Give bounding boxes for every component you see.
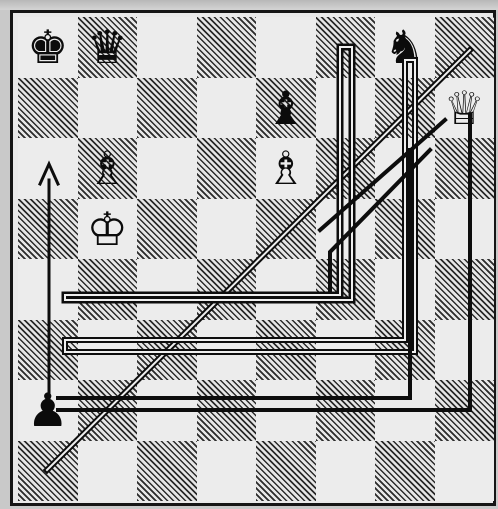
square-c3[interactable] xyxy=(137,320,197,381)
square-g1[interactable] xyxy=(375,441,435,502)
square-a4[interactable] xyxy=(18,259,78,320)
square-f4[interactable] xyxy=(316,259,376,320)
square-h3[interactable] xyxy=(435,320,495,381)
square-e2[interactable] xyxy=(256,380,316,441)
white-bishop-e6-icon[interactable]: ♗ xyxy=(256,138,316,199)
square-b8[interactable]: ♛ xyxy=(78,17,138,78)
square-f7[interactable] xyxy=(316,78,376,139)
square-d6[interactable] xyxy=(197,138,257,199)
square-b5[interactable]: ♔ xyxy=(78,199,138,260)
square-e7[interactable]: ♝ xyxy=(256,78,316,139)
square-b3[interactable] xyxy=(78,320,138,381)
square-h7[interactable]: ♕ xyxy=(435,78,495,139)
chess-board: ♚♛♞♝♕♗♗♔♟ xyxy=(18,17,494,501)
square-b6[interactable]: ♗ xyxy=(78,138,138,199)
black-pawn-a2-icon[interactable]: ♟ xyxy=(18,380,78,441)
square-g7[interactable] xyxy=(375,78,435,139)
square-h2[interactable] xyxy=(435,380,495,441)
square-g6[interactable] xyxy=(375,138,435,199)
square-c1[interactable] xyxy=(137,441,197,502)
square-g5[interactable] xyxy=(375,199,435,260)
square-h4[interactable] xyxy=(435,259,495,320)
square-d2[interactable] xyxy=(197,380,257,441)
square-b1[interactable] xyxy=(78,441,138,502)
square-h6[interactable] xyxy=(435,138,495,199)
square-a3[interactable] xyxy=(18,320,78,381)
white-queen-h7-icon[interactable]: ♕ xyxy=(435,78,495,139)
square-g8[interactable]: ♞ xyxy=(375,17,435,78)
square-f6[interactable] xyxy=(316,138,376,199)
square-b2[interactable] xyxy=(78,380,138,441)
square-d3[interactable] xyxy=(197,320,257,381)
square-c8[interactable] xyxy=(137,17,197,78)
square-e4[interactable] xyxy=(256,259,316,320)
square-e5[interactable] xyxy=(256,199,316,260)
square-a8[interactable]: ♚ xyxy=(18,17,78,78)
square-f5[interactable] xyxy=(316,199,376,260)
square-f1[interactable] xyxy=(316,441,376,502)
square-e1[interactable] xyxy=(256,441,316,502)
square-a1[interactable] xyxy=(18,441,78,502)
black-queen-b8-icon[interactable]: ♛ xyxy=(78,17,138,78)
square-a6[interactable] xyxy=(18,138,78,199)
black-king-a8-icon[interactable]: ♚ xyxy=(18,17,78,78)
clipped-header-strip xyxy=(0,0,498,10)
white-bishop-b6-icon[interactable]: ♗ xyxy=(78,138,138,199)
square-h8[interactable] xyxy=(435,17,495,78)
black-knight-g8-icon[interactable]: ♞ xyxy=(375,17,435,78)
square-d7[interactable] xyxy=(197,78,257,139)
square-c2[interactable] xyxy=(137,380,197,441)
square-c6[interactable] xyxy=(137,138,197,199)
square-d5[interactable] xyxy=(197,199,257,260)
square-d1[interactable] xyxy=(197,441,257,502)
square-f2[interactable] xyxy=(316,380,376,441)
square-g2[interactable] xyxy=(375,380,435,441)
square-b7[interactable] xyxy=(78,78,138,139)
square-f3[interactable] xyxy=(316,320,376,381)
square-h5[interactable] xyxy=(435,199,495,260)
square-a5[interactable] xyxy=(18,199,78,260)
square-e8[interactable] xyxy=(256,17,316,78)
square-c7[interactable] xyxy=(137,78,197,139)
white-king-b5-icon[interactable]: ♔ xyxy=(78,199,138,260)
square-a2[interactable]: ♟ xyxy=(18,380,78,441)
square-h1[interactable] xyxy=(435,441,495,502)
square-g4[interactable] xyxy=(375,259,435,320)
square-e3[interactable] xyxy=(256,320,316,381)
square-a7[interactable] xyxy=(18,78,78,139)
square-d8[interactable] xyxy=(197,17,257,78)
square-c4[interactable] xyxy=(137,259,197,320)
square-c5[interactable] xyxy=(137,199,197,260)
square-d4[interactable] xyxy=(197,259,257,320)
square-e6[interactable]: ♗ xyxy=(256,138,316,199)
black-bishop-e7-icon[interactable]: ♝ xyxy=(256,78,316,139)
square-f8[interactable] xyxy=(316,17,376,78)
square-b4[interactable] xyxy=(78,259,138,320)
square-g3[interactable] xyxy=(375,320,435,381)
